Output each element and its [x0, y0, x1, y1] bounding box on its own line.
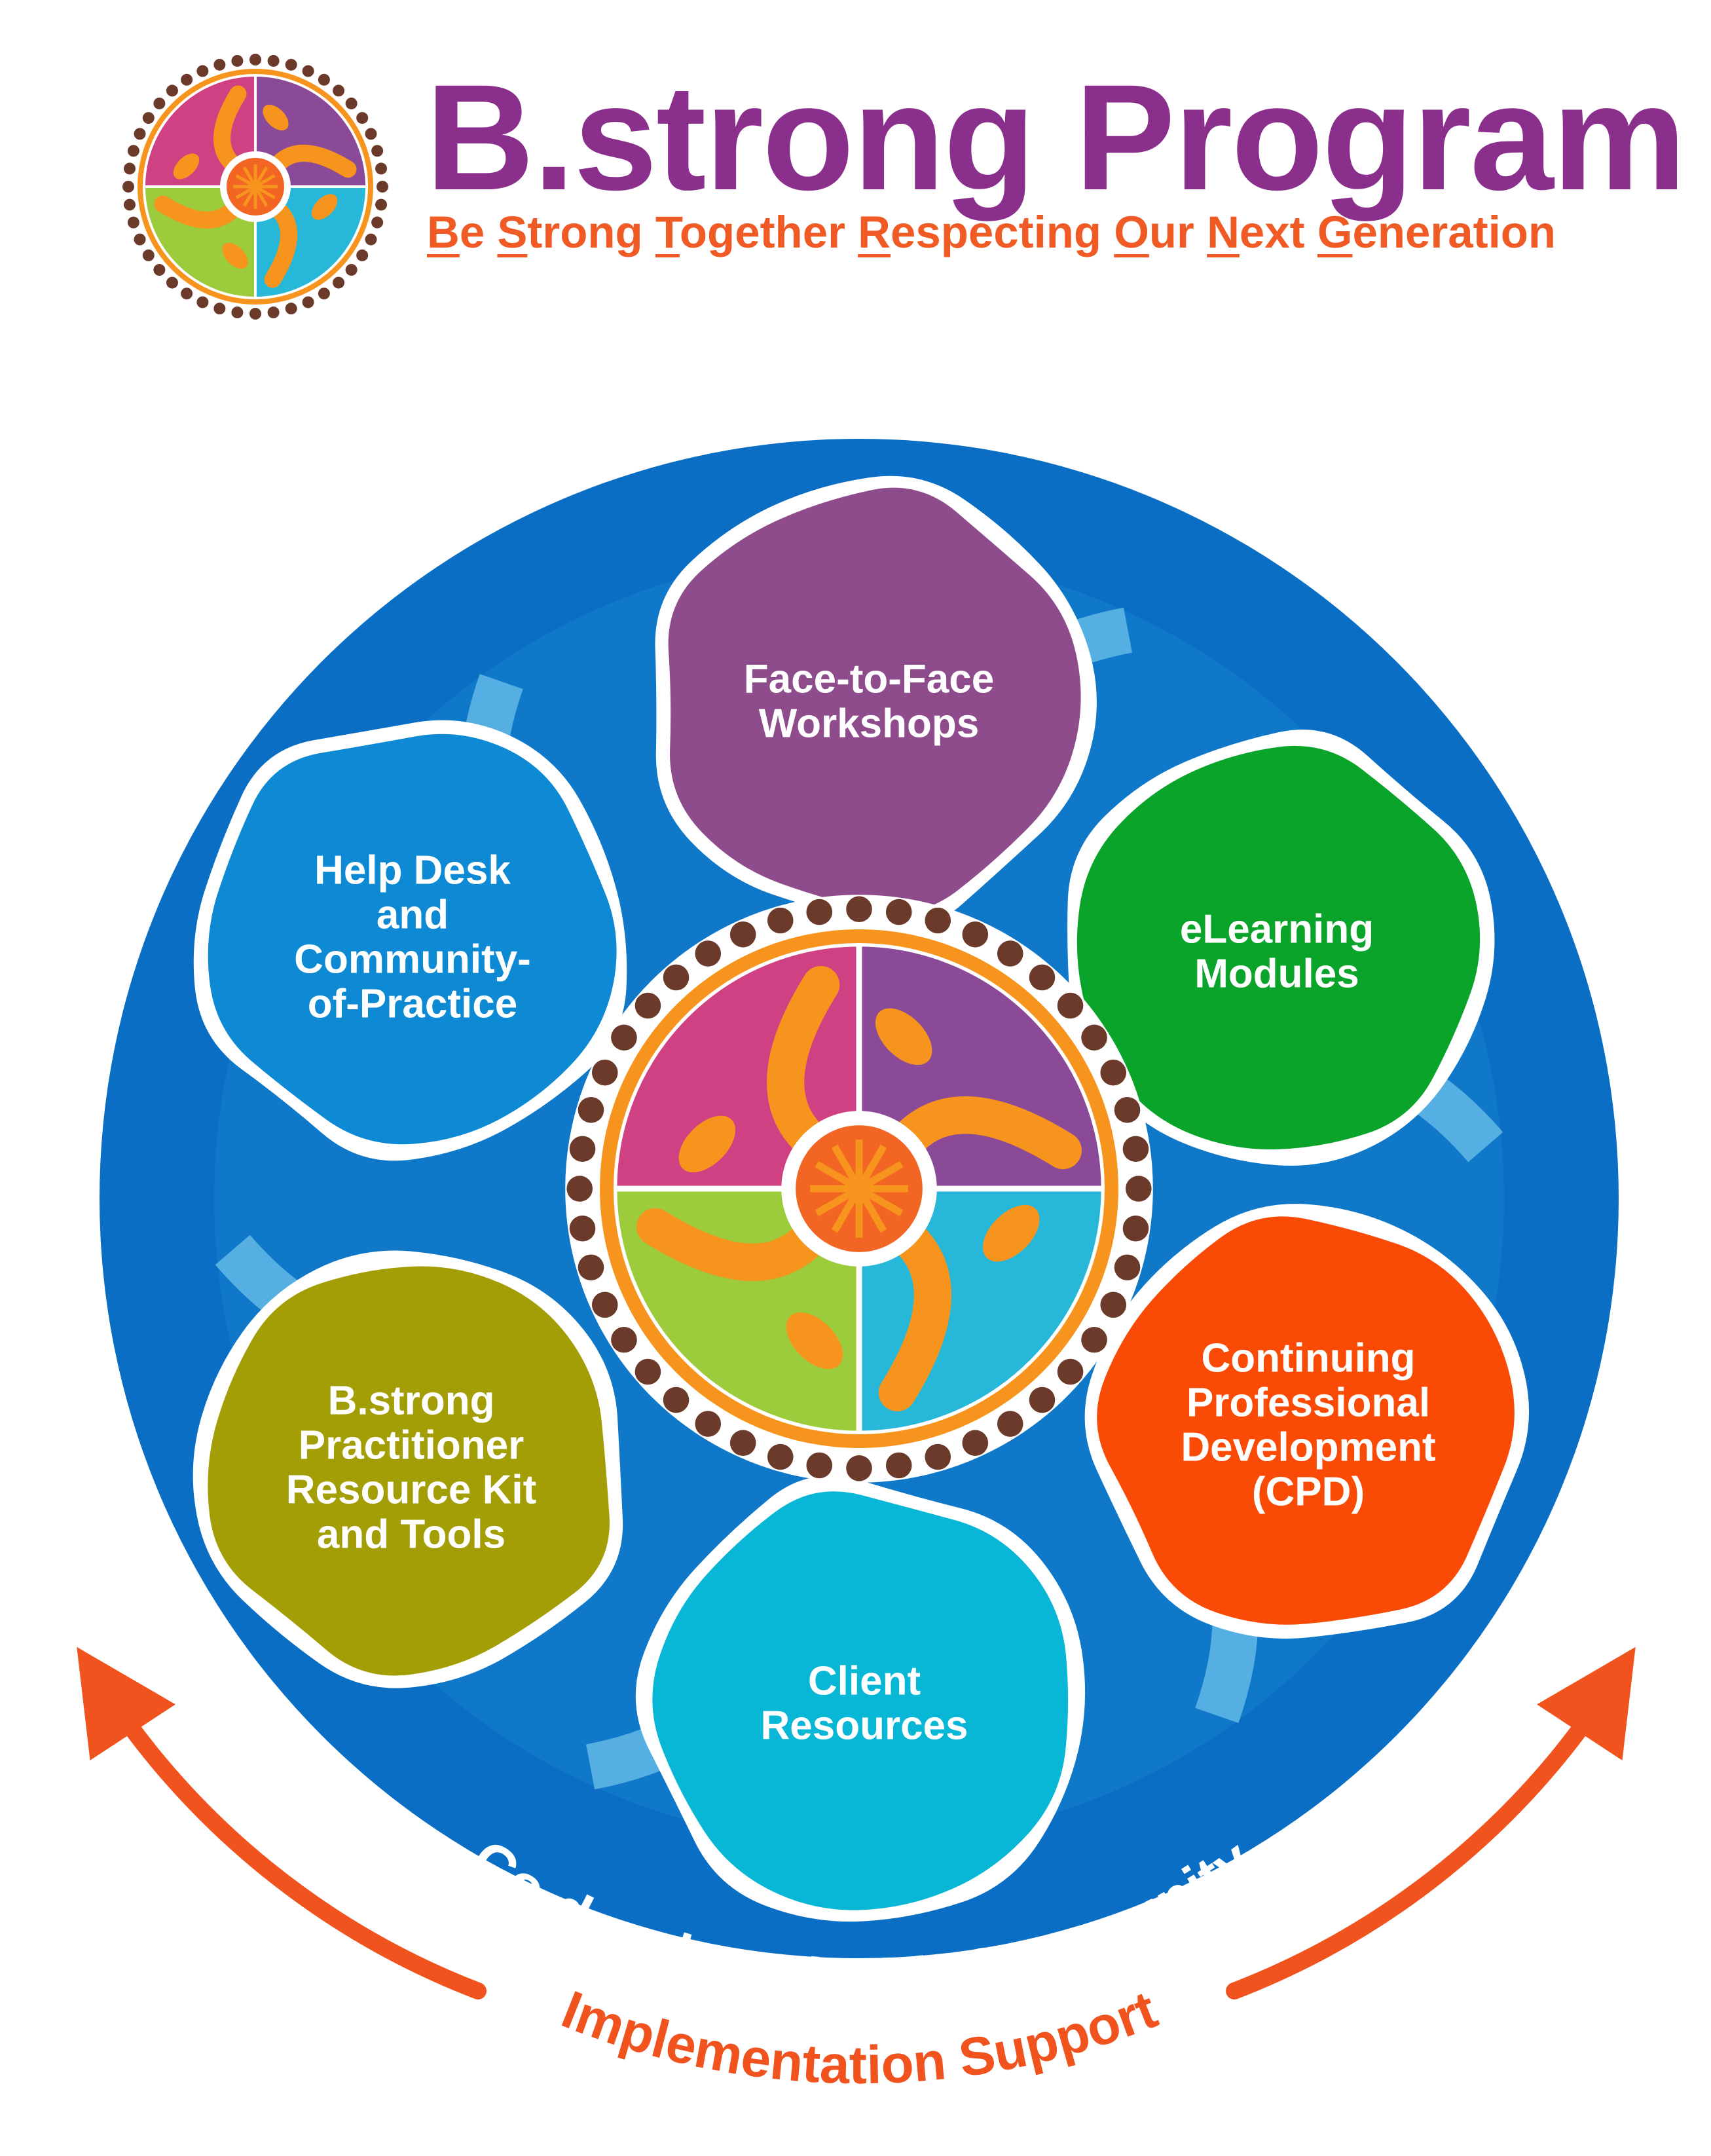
- badge-star: [233, 164, 278, 209]
- tagline-rest: ogether: [679, 207, 845, 257]
- component-label-line: Practitioner: [299, 1423, 524, 1468]
- tagline-word: Be: [427, 207, 485, 257]
- badge-star: [810, 1140, 908, 1238]
- component-label-line: Resource Kit: [286, 1468, 536, 1513]
- component-label-line: Development: [1181, 1425, 1435, 1470]
- tagline-word: Generation: [1317, 207, 1556, 257]
- component-blob: [668, 487, 1081, 913]
- component-blob: [208, 734, 617, 1145]
- component-label-line: (CPD): [1252, 1470, 1365, 1515]
- component-label-line: Resources: [760, 1703, 968, 1749]
- program-components: Face-to-FaceWorkshopseLearningModulesCon…: [193, 475, 1530, 1922]
- tagline-initial: O: [1114, 207, 1149, 257]
- logo-badge: [122, 53, 389, 320]
- tagline-rest: eneration: [1352, 207, 1556, 257]
- tagline-initial: S: [497, 207, 528, 257]
- component-label-line: and Tools: [317, 1512, 506, 1557]
- component-label-line: eLearning: [1180, 907, 1374, 952]
- component-label-line: Modules: [1194, 952, 1359, 997]
- badge-swirls: [154, 85, 357, 288]
- tagline-rest: especting: [890, 207, 1102, 257]
- tagline-rest: ext: [1239, 207, 1305, 257]
- tagline-word: Next: [1207, 207, 1305, 257]
- tagline-word: Our: [1114, 207, 1194, 257]
- component-label-line: Help Desk: [314, 848, 511, 893]
- component-blob: [652, 1491, 1069, 1910]
- component-blob: [208, 1266, 610, 1676]
- tagline-rest: trong: [527, 207, 643, 257]
- component-label-line: of-Practice: [308, 982, 517, 1027]
- implementation-support-arrows: [77, 1646, 1636, 1999]
- component-blob: [1076, 745, 1481, 1150]
- tagline-initial: G: [1317, 207, 1353, 257]
- component-label-line: Continuing: [1201, 1336, 1415, 1381]
- badge-swirls: [636, 966, 1082, 1411]
- tagline-rest: ur: [1149, 207, 1194, 257]
- badge-dot-ring: [122, 54, 388, 320]
- component-label-line: B.strong: [328, 1379, 495, 1424]
- component-label-line: Community-: [294, 937, 531, 982]
- component-blob: [1097, 1216, 1515, 1625]
- tagline-word: Respecting: [858, 207, 1101, 257]
- center-badge: [565, 895, 1153, 1483]
- left-arrow: [77, 1646, 487, 1999]
- right-arrow: [1226, 1646, 1636, 1999]
- component-label-line: Client: [808, 1659, 921, 1704]
- tagline-word: Strong: [497, 207, 642, 257]
- tagline-rest: e: [459, 207, 485, 257]
- tagline-initial: N: [1207, 207, 1240, 257]
- component-label-line: Workshops: [759, 701, 979, 747]
- tagline-initial: B: [427, 207, 460, 257]
- tagline-initial: T: [655, 207, 680, 257]
- badge-dot-ring: [566, 896, 1152, 1481]
- tagline-word: Together: [655, 207, 845, 257]
- component-label-line: Professional: [1187, 1381, 1430, 1426]
- program-title: B.strong Program: [426, 53, 1686, 221]
- program-tagline: Be Strong Together Respecting Our Next G…: [427, 210, 1556, 255]
- component-label-line: and: [377, 893, 449, 938]
- tagline-initial: R: [858, 207, 891, 257]
- component-label-line: Face-to-Face: [744, 657, 994, 702]
